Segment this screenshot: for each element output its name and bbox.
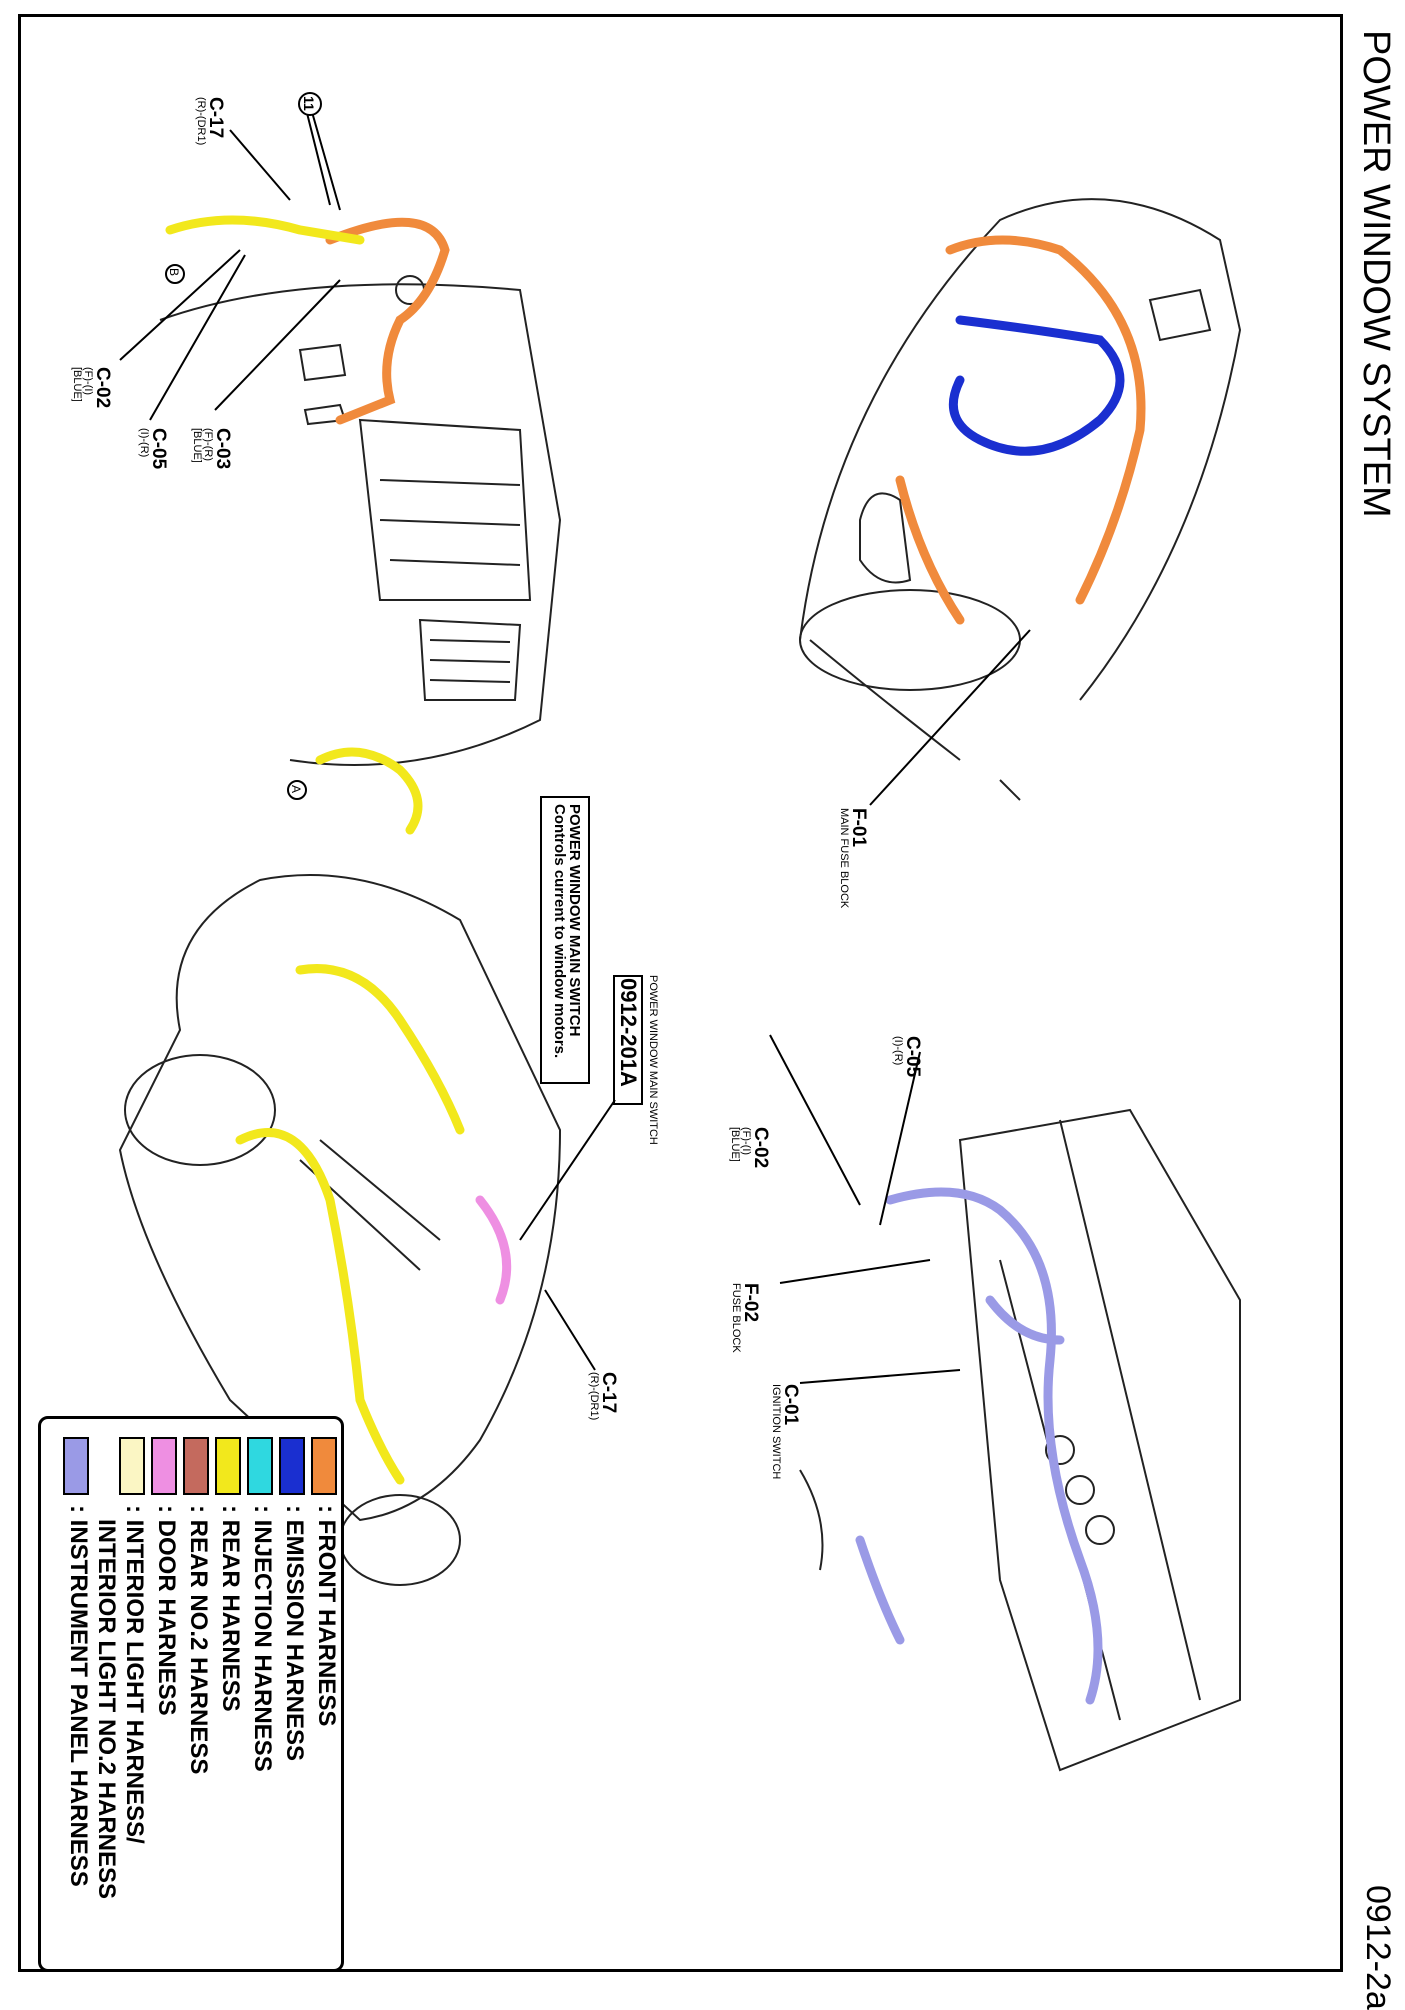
callout-c01: C-01 IGNITION SWITCH [770, 1384, 801, 1480]
component-ref-code: 0912-201A [616, 978, 641, 1087]
callout-c02-top-sub2: [BLUE] [71, 367, 83, 402]
callout-f02: F-02 FUSE BLOCK [730, 1283, 761, 1353]
callout-c03-top: C-03 (F)-(R) [BLUE] [191, 428, 233, 470]
instrument-panel-outline [958, 1108, 1241, 1772]
legend-label-interior-light: : INTERIOR LIGHT HARNESS/ [121, 1505, 148, 1844]
car-body-outline [118, 874, 562, 1522]
legend-label-interior-light-no2: INTERIOR LIGHT NO.2 HARNESS [93, 1519, 120, 1900]
legend-swatch-interior-light [119, 1437, 145, 1495]
callout-f01-sub: MAIN FUSE BLOCK [838, 808, 850, 909]
emission-harness-engine [948, 315, 1125, 456]
callout-f01: F-01 MAIN FUSE BLOCK [838, 808, 869, 909]
callout-c02-bottom-sub2: [BLUE] [729, 1127, 741, 1162]
callout-c02-top: C-02 (F)-(I) [BLUE] [71, 367, 113, 409]
rear-harness-top-left [165, 215, 365, 245]
callout-f01-code: F-01 [848, 808, 869, 848]
callout-c02-top-code: C-02 [92, 367, 113, 409]
callout-c01-code: C-01 [780, 1384, 801, 1426]
component-ref-code-box [613, 975, 643, 1105]
callout-c17-top: C-17 (R)-(DR1) [195, 97, 226, 146]
marker-11: 11 [301, 96, 317, 111]
callout-f02-code: F-02 [740, 1283, 761, 1323]
callout-c02-bottom: C-02 (F)-(I) [BLUE] [729, 1127, 771, 1169]
legend-label-instrument-panel: : INSTRUMENT PANEL HARNESS [65, 1505, 92, 1887]
callout-c03-top-sub2: [BLUE] [191, 428, 203, 463]
callout-c17-top-code: C-17 [205, 97, 226, 139]
legend-label-emission: : EMISSION HARNESS [281, 1505, 308, 1762]
legend-label-rear-no2: : REAR NO.2 HARNESS [185, 1505, 212, 1775]
rear-harness-pedal-area [315, 747, 423, 835]
component-title: POWER WINDOW MAIN SWITCH [566, 804, 583, 1037]
instrument-panel-harness [855, 1187, 1103, 1705]
callout-c01-sub: IGNITION SWITCH [770, 1384, 782, 1480]
legend-swatch-injection [247, 1437, 273, 1495]
callout-c02-bottom-code: C-02 [750, 1127, 771, 1169]
callout-c05-top-code: C-05 [148, 428, 169, 470]
callout-c17-bottom: C-17 (R)-(DR1) [588, 1372, 619, 1421]
legend-swatch-door [151, 1437, 177, 1495]
legend-swatch-front [311, 1437, 337, 1495]
legend-swatch-emission [279, 1437, 305, 1495]
callout-c05-bottom: C-05 (I)-(R) [892, 1036, 923, 1078]
legend-label-door: : DOOR HARNESS [153, 1505, 180, 1716]
legend-swatch-instrument-panel [63, 1437, 89, 1495]
door-harness-body [475, 1195, 512, 1305]
legend-label-injection: : INJECTION HARNESS [249, 1505, 276, 1772]
component-description-box [540, 796, 590, 1084]
callout-f02-sub: FUSE BLOCK [730, 1283, 742, 1353]
front-harness-engine [895, 235, 1146, 625]
callout-c17-bottom-code: C-17 [598, 1372, 619, 1414]
callout-c17-bottom-sub: (R)-(DR1) [588, 1372, 600, 1421]
component-description: POWER WINDOW MAIN SWITCH Controls curren… [551, 804, 583, 1059]
rear-harness-body [235, 964, 465, 1485]
marker-a: A [289, 785, 303, 794]
component-desc-text: Controls current to window motors. [551, 804, 568, 1059]
legend-label-front: : FRONT HARNESS [313, 1505, 340, 1727]
harness-legend: : FRONT HARNESS : EMISSION HARNESS : INJ… [38, 1416, 344, 1972]
callout-c05-bottom-code: C-05 [902, 1036, 923, 1078]
callout-c05-top: C-05 (I)-(R) [138, 428, 169, 470]
callout-c03-top-code: C-03 [212, 428, 233, 470]
legend-swatch-rear [215, 1437, 241, 1495]
legend-swatch-rear-no2 [183, 1437, 209, 1495]
callout-c17-top-sub: (R)-(DR1) [195, 97, 207, 146]
page-frame [18, 14, 1343, 1972]
marker-b: B [167, 268, 181, 277]
legend-label-rear: : REAR HARNESS [217, 1505, 244, 1712]
component-ref-label: POWER WINDOW MAIN SWITCH [647, 975, 659, 1145]
engine-bay-outline [799, 198, 1242, 701]
front-harness-top-left [325, 217, 450, 425]
